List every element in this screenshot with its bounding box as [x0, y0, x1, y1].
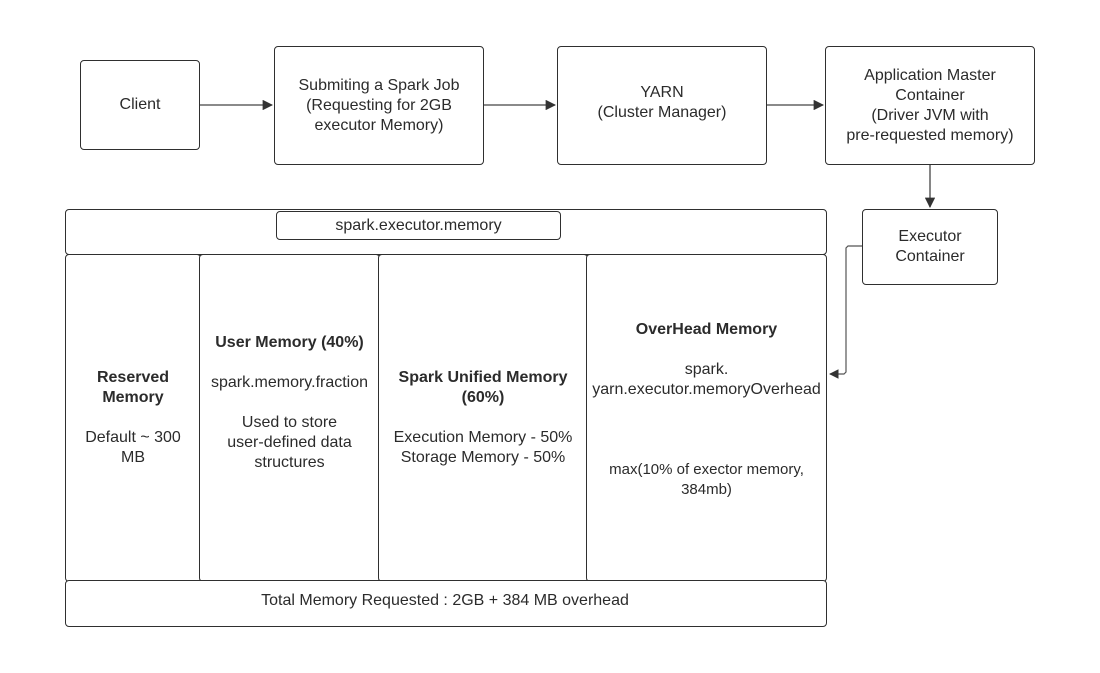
unified-title-line-1: Spark Unified Memory — [398, 369, 568, 386]
overhead-memory-column: OverHead Memory spark. yarn.executor.mem… — [586, 254, 827, 582]
overhead-title: OverHead Memory — [635, 321, 778, 338]
reserved-title-line-2: Memory — [102, 389, 164, 406]
yarn-box: YARN (Cluster Manager) — [557, 46, 767, 165]
yarn-line-2: (Cluster Manager) — [597, 103, 727, 121]
app-master-line-3: (Driver JVM with — [871, 106, 989, 124]
submit-job-line-2: (Requesting for 2GB — [306, 96, 452, 114]
unified-desc-line-1: Execution Memory - 50% — [393, 429, 573, 446]
overhead-desc-line-1: max(10% of exector memory, — [609, 461, 804, 478]
application-master-box: Application Master Container (Driver JVM… — [825, 46, 1035, 165]
submit-job-box: Submiting a Spark Job (Requesting for 2G… — [274, 46, 484, 165]
user-memory-title: User Memory (40%) — [215, 334, 364, 351]
app-master-line-4: pre-requested memory) — [846, 126, 1014, 144]
user-memory-desc-line-2: user-defined data — [227, 434, 352, 451]
reserved-memory-column: Reserved Memory Default ~ 300 MB — [65, 254, 201, 582]
executor-container-box: Executor Container — [862, 209, 998, 285]
total-memory-footer: Total Memory Requested : 2GB + 384 MB ov… — [65, 580, 827, 627]
client-label: Client — [119, 96, 161, 113]
reserved-desc-line-1: Default ~ 300 — [85, 429, 181, 446]
reserved-desc-line-2: MB — [121, 449, 145, 466]
unified-memory-column: Spark Unified Memory (60%) Execution Mem… — [378, 254, 588, 582]
user-memory-desc-line-3: structures — [254, 454, 325, 471]
spark-executor-memory-label-box: spark.executor.memory — [276, 211, 561, 240]
yarn-line-1: YARN — [640, 83, 684, 101]
overhead-param-line-1: spark. — [684, 361, 729, 378]
executor-line-2: Container — [895, 248, 965, 265]
submit-job-line-1: Submiting a Spark Job — [298, 76, 460, 94]
client-box: Client — [80, 60, 200, 150]
unified-title-line-2: (60%) — [461, 389, 505, 406]
spark-executor-memory-label: spark.executor.memory — [335, 216, 502, 234]
executor-line-1: Executor — [898, 228, 962, 245]
arrow-executor-to-overhead — [829, 245, 862, 379]
total-memory-label: Total Memory Requested : 2GB + 384 MB ov… — [261, 591, 629, 609]
unified-desc-line-2: Storage Memory - 50% — [400, 449, 566, 466]
overhead-desc-line-2: 384mb) — [681, 481, 732, 498]
reserved-title-line-1: Reserved — [96, 369, 170, 386]
app-master-line-1: Application Master — [864, 66, 996, 84]
overhead-param-line-2: yarn.executor.memoryOverhead — [592, 381, 821, 398]
user-memory-column: User Memory (40%) spark.memory.fraction … — [199, 254, 380, 582]
user-memory-param: spark.memory.fraction — [210, 374, 369, 391]
submit-job-line-3: executor Memory) — [314, 116, 444, 134]
user-memory-desc-line-1: Used to store — [241, 414, 338, 431]
app-master-line-2: Container — [895, 86, 965, 104]
